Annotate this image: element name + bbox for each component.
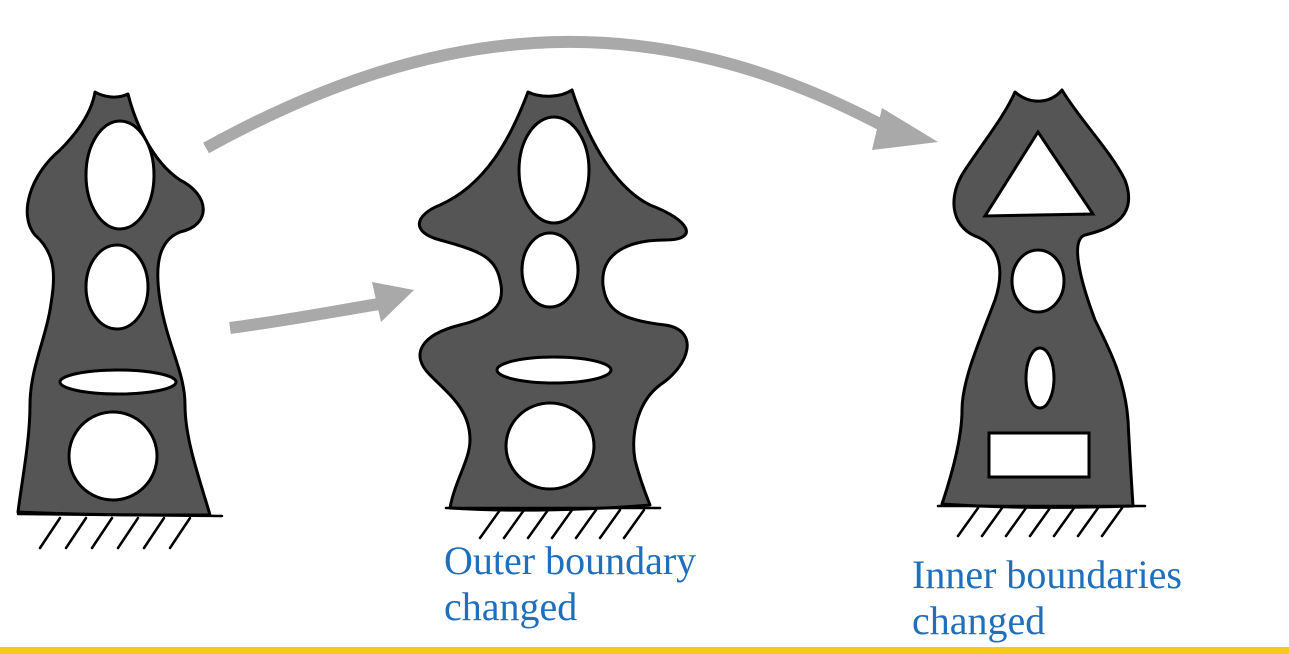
hole-flat-ellipse xyxy=(497,357,611,383)
hole-top-ellipse xyxy=(86,121,154,229)
ground-hatch xyxy=(938,506,1145,536)
caption-outer-line2: changed xyxy=(444,584,696,630)
ground-hatch xyxy=(18,514,222,548)
ground-hatch xyxy=(446,508,660,538)
caption-inner-line2: changed xyxy=(912,598,1182,644)
hole-bottom-circle xyxy=(69,412,157,500)
inner-boundaries-changed-shape xyxy=(938,90,1145,536)
hole-bottom-circle xyxy=(506,403,594,489)
hole-middle-ellipse xyxy=(86,245,148,329)
hole-middle-ellipse xyxy=(522,233,578,307)
hole-flat-ellipse xyxy=(60,370,176,394)
hole-small-ellipse xyxy=(1026,348,1054,408)
caption-inner-boundaries: Inner boundaries changed xyxy=(912,552,1182,644)
caption-outer-boundary: Outer boundary changed xyxy=(444,538,696,630)
hole-middle-circle xyxy=(1012,250,1064,312)
hole-rectangle xyxy=(989,433,1089,477)
caption-inner-line1: Inner boundaries xyxy=(912,552,1182,598)
original-design-shape xyxy=(18,92,222,548)
arrow-original-to-outer xyxy=(230,282,414,328)
caption-outer-line1: Outer boundary xyxy=(444,538,696,584)
bottom-accent-bar xyxy=(0,647,1289,654)
outer-boundary-changed-shape xyxy=(419,90,687,538)
hole-top-ellipse xyxy=(519,117,589,223)
